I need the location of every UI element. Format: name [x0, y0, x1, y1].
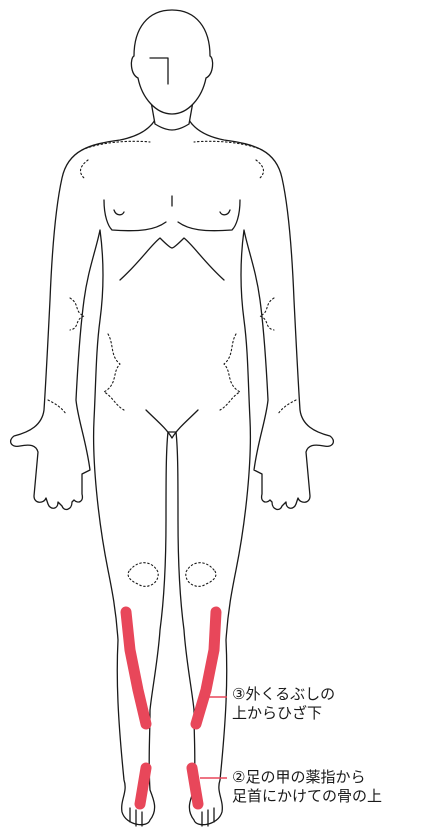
annotation-line: ②足の甲の薬指から [232, 768, 382, 787]
annotation-zone-3: ③外くるぶしの 上からひざ下 [232, 685, 335, 723]
annotation-line: 上からひざ下 [232, 704, 335, 723]
zone-2-right-foot [140, 768, 146, 804]
annotation-line: ③外くるぶしの [232, 685, 335, 704]
annotation-line: 足首にかけての骨の上 [232, 787, 382, 806]
head [131, 10, 212, 114]
zone-2-left-foot [192, 768, 198, 804]
annotation-zone-2: ②足の甲の薬指から 足首にかけての骨の上 [232, 768, 382, 806]
